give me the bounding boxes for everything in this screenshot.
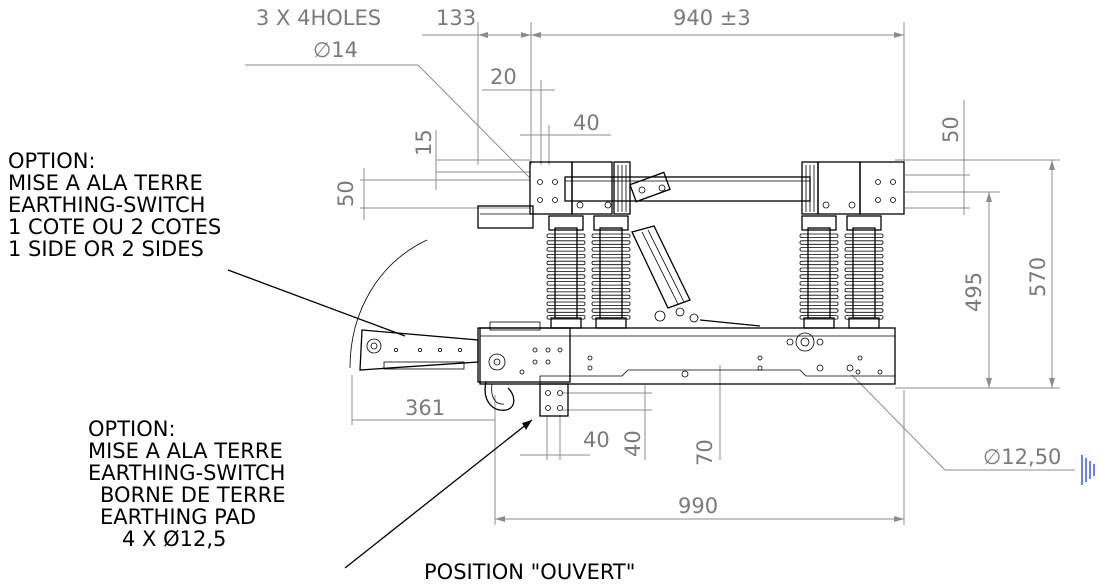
insulator-rib	[591, 308, 631, 313]
dimension-lines	[245, 22, 1075, 525]
insulator-cap-top	[846, 215, 882, 231]
dimension-texts: 3 X 4HOLES ∅14 133 940 ±3 20 40 15 50 50…	[256, 6, 1061, 518]
ground-symbol	[1081, 455, 1095, 485]
dim-361: 361	[405, 396, 445, 420]
dim-40-top: 40	[573, 111, 600, 135]
note-earthing-switch-side: OPTION: MISE A ALA TERRE EARTHING-SWITCH…	[8, 150, 221, 260]
insulator-rib	[591, 247, 631, 252]
insulator-rib	[546, 267, 586, 272]
insulator-rib	[546, 287, 586, 293]
dim-940: 940 ±3	[673, 6, 751, 30]
insulator-rib	[799, 240, 839, 245]
dim-20: 20	[490, 65, 517, 89]
insulator-rib	[799, 308, 839, 313]
insulator-rib	[799, 247, 839, 252]
note-position-open: POSITION "OUVERT"	[424, 560, 636, 584]
note-line: 4 X Ø12,5	[122, 527, 227, 551]
insulator-rib	[844, 274, 884, 279]
dim-70: 70	[693, 439, 717, 466]
insulator-rib	[844, 233, 884, 238]
insulator-body	[852, 227, 876, 319]
dim-50-left: 50	[334, 180, 358, 207]
insulator-body	[807, 227, 831, 319]
insulator-rib	[844, 267, 884, 272]
insulators	[546, 215, 884, 329]
insulator-cap-top	[801, 215, 837, 231]
note-line: EARTHING-SWITCH	[88, 461, 286, 485]
dim-40-bottom-vertical: 40	[621, 430, 645, 457]
note-line: EARTHING-SWITCH	[8, 193, 206, 217]
insulator-rib	[844, 315, 884, 320]
insulator-rib	[546, 294, 586, 300]
dim-hole-diameter: ∅14	[313, 38, 358, 62]
note-line: MISE A ALA TERRE	[88, 439, 283, 463]
insulator-rib	[591, 301, 631, 306]
note-leaders	[227, 269, 533, 569]
insulator-rib	[591, 253, 631, 259]
insulator-rib	[799, 301, 839, 306]
insulator-rib	[799, 294, 839, 300]
insulator-rib	[799, 287, 839, 293]
note-line: 1 COTE OU 2 COTES	[8, 215, 222, 239]
insulator-rib	[844, 281, 884, 286]
insulator-rib	[844, 253, 884, 259]
insulator-rib	[799, 281, 839, 286]
note-line: 1 SIDE OR 2 SIDES	[8, 237, 204, 261]
insulator-rib	[799, 274, 839, 279]
dim-990: 990	[678, 494, 718, 518]
insulator-rib	[546, 274, 586, 279]
note-line: BORNE DE TERRE	[100, 483, 286, 507]
dim-570: 570	[1026, 257, 1050, 297]
insulator-rib	[591, 281, 631, 286]
switch-drawing	[349, 161, 905, 417]
insulator-rib	[844, 308, 884, 313]
insulator-rib	[844, 287, 884, 293]
insulator-rib	[591, 287, 631, 293]
dim-50-right: 50	[939, 116, 963, 143]
insulator-rib	[546, 233, 586, 238]
insulator-rib	[591, 315, 631, 320]
insulator-rib	[591, 240, 631, 245]
insulator-rib	[546, 253, 586, 259]
dim-495: 495	[962, 272, 986, 312]
insulator-rib	[591, 274, 631, 279]
insulator-rib	[844, 294, 884, 300]
note-line: EARTHING PAD	[100, 505, 257, 529]
insulator-cap-top	[548, 215, 584, 231]
dim-diameter-12-50: ∅12,50	[983, 445, 1061, 469]
note-line: OPTION:	[88, 417, 176, 441]
insulator-body	[599, 227, 623, 319]
insulator-rib	[591, 260, 631, 266]
insulator-rib	[844, 247, 884, 252]
insulator-rib	[546, 315, 586, 320]
insulator-rib	[546, 260, 586, 266]
insulator-rib	[546, 281, 586, 286]
insulator-rib	[799, 260, 839, 266]
dim-15: 15	[412, 129, 436, 156]
insulator-rib	[591, 294, 631, 300]
dim-133: 133	[436, 6, 476, 30]
dim-40-bottom: 40	[583, 428, 610, 452]
insulator-rib	[799, 253, 839, 259]
insulator-body	[554, 227, 578, 319]
insulator-rib	[591, 267, 631, 272]
dim-holes: 3 X 4HOLES	[256, 6, 381, 30]
insulator-rib	[546, 301, 586, 306]
insulator-rib	[799, 267, 839, 272]
note-line: MISE A ALA TERRE	[8, 171, 203, 195]
insulator-rib	[844, 240, 884, 245]
note-line: OPTION:	[8, 149, 96, 173]
insulator-rib	[844, 260, 884, 266]
insulator-rib	[844, 301, 884, 306]
insulator-rib	[546, 247, 586, 252]
insulator-rib	[591, 233, 631, 238]
insulator-rib	[546, 240, 586, 245]
insulator-rib	[799, 315, 839, 320]
note-earthing-pad: OPTION: MISE A ALA TERRE EARTHING-SWITCH…	[88, 418, 285, 550]
insulator-rib	[799, 233, 839, 238]
insulator-cap-top	[593, 215, 629, 231]
insulator-rib	[546, 308, 586, 313]
